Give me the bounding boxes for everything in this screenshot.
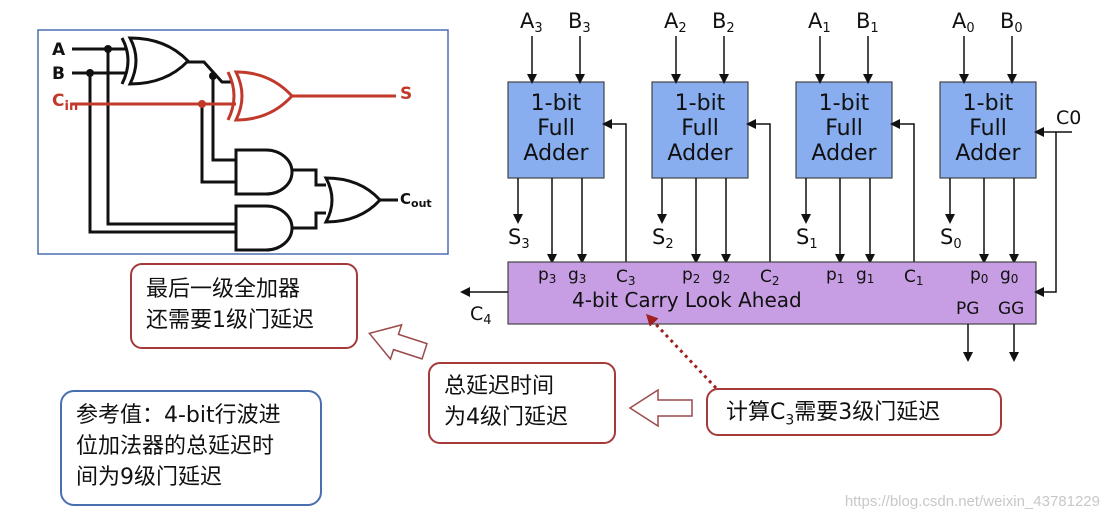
wire-cin-to-and <box>200 104 236 184</box>
full-adder-label-line: Adder <box>955 141 1021 166</box>
callout-c3-pre: 计算C <box>726 400 786 425</box>
callout-last-stage: 最后一级全加器 还需要1级门延迟 <box>130 263 358 349</box>
callout-c3-post: 需要3级门延迟 <box>794 400 941 425</box>
cla-c-label: C3 <box>616 267 636 288</box>
and-gate-2 <box>234 204 294 252</box>
carry-feedback-arrow <box>890 119 915 262</box>
sum-label: S2 <box>652 225 674 252</box>
input-a-label: A <box>52 40 66 60</box>
callout-c3-delay: 计算C3需要3级门延迟 <box>706 388 1002 436</box>
cla-c-label: C2 <box>760 267 780 288</box>
full-adder-label-line: 1-bit <box>819 91 870 116</box>
carry-feedback-arrow <box>746 119 771 262</box>
xor-gate-2 <box>226 70 295 122</box>
junction-xor1 <box>209 72 217 80</box>
input-a-label: A0 <box>952 9 975 36</box>
full-adder-label-line: 1-bit <box>963 91 1014 116</box>
sum-label: S0 <box>940 225 962 252</box>
sum-label: S1 <box>796 225 818 252</box>
xor-gate-1 <box>120 36 191 86</box>
hollow-arrow-right <box>628 388 693 428</box>
callout-total-delay: 总延迟时间 为4级门延迟 <box>428 362 616 444</box>
cla-title: 4-bit Carry Look Ahead <box>572 288 802 312</box>
cla-p-label: p1 <box>826 265 844 286</box>
callout-total-delay-line2: 为4级门延迟 <box>444 405 568 430</box>
hollow-arrow-left <box>368 323 428 361</box>
input-b-label: B2 <box>712 9 735 36</box>
input-b-label: B <box>52 64 65 84</box>
wire-b-down <box>88 73 236 234</box>
full-adder-label-line: Full <box>681 116 719 141</box>
full-adder-label-line: 1-bit <box>531 91 582 116</box>
cla-c-label: C1 <box>904 267 924 288</box>
callout-total-delay-line1: 总延迟时间 <box>444 374 555 399</box>
input-a-label: A1 <box>808 9 831 36</box>
cla-g-label: g3 <box>568 265 586 286</box>
full-adder-circuit: A B Cin S Cout <box>37 29 449 255</box>
callout-last-stage-line2: 还需要1级门延迟 <box>146 308 314 333</box>
junction-cin <box>198 100 206 108</box>
callout-reference: 参考值：4-bit行波进 位加法器的总延迟时 间为9级门延迟 <box>60 390 322 506</box>
full-adder-label-line: Full <box>825 116 863 141</box>
junction-b <box>86 69 94 77</box>
c4-label: C4 <box>470 303 492 328</box>
cla-p-label: p2 <box>682 265 700 286</box>
wire-a-down <box>106 49 236 226</box>
callout-c3-sub: 3 <box>785 412 795 429</box>
c0-to-cla-arrow <box>1034 131 1072 297</box>
cla-block <box>507 261 1037 325</box>
and-gate-1 <box>234 148 294 196</box>
cla-p-label: p3 <box>538 265 556 286</box>
input-b-label: B0 <box>1000 9 1023 36</box>
callout-reference-line1: 参考值：4-bit行波进 <box>76 403 281 428</box>
input-b-label: B1 <box>856 9 879 36</box>
full-adder-label-line: Full <box>537 116 575 141</box>
full-adder-box <box>651 81 749 179</box>
full-adder-label-line: 1-bit <box>675 91 726 116</box>
watermark: https://blog.csdn.net/weixin_43781229 <box>844 493 1100 510</box>
sum-label: S3 <box>508 225 530 252</box>
cla-g-label: g1 <box>856 265 874 286</box>
cla-pg-label: PG <box>956 299 979 319</box>
full-adder-box <box>939 81 1037 179</box>
callout-reference-line3: 间为9级门延迟 <box>76 465 222 490</box>
full-adder-label-line: Adder <box>523 141 589 166</box>
full-adder-box <box>795 81 893 179</box>
junction-a <box>104 45 112 53</box>
full-adder-label-line: Full <box>969 116 1007 141</box>
cla-ports: p3 g3 C3 p2 g2 C2 p1 g1 C1 p0 g0 <box>538 265 1018 288</box>
output-cout-label: Cout <box>400 190 432 210</box>
cla-gg-label: GG <box>998 299 1024 319</box>
wire-and1-out <box>292 168 326 187</box>
callout-reference-line2: 位加法器的总延迟时 <box>76 434 275 459</box>
input-a-label: A2 <box>664 9 687 36</box>
c0-label: C0 <box>1056 107 1081 129</box>
cla-g-label: g0 <box>1000 265 1018 286</box>
full-adder-label-line: Adder <box>811 141 877 166</box>
input-b-label: B3 <box>568 9 591 36</box>
full-adder-label-line: Adder <box>667 141 733 166</box>
output-s-label: S <box>400 84 412 104</box>
cla-g-label: g2 <box>712 265 730 286</box>
callout-last-stage-line1: 最后一级全加器 <box>146 277 301 302</box>
full-adder-box <box>507 81 605 179</box>
cla-p-label: p0 <box>970 265 988 286</box>
c3-pointer-arrow <box>645 313 718 390</box>
carry-feedback-arrow <box>602 119 627 262</box>
input-a-label: A3 <box>520 9 543 36</box>
or-gate <box>323 176 383 224</box>
wire-and2-out <box>292 211 326 230</box>
